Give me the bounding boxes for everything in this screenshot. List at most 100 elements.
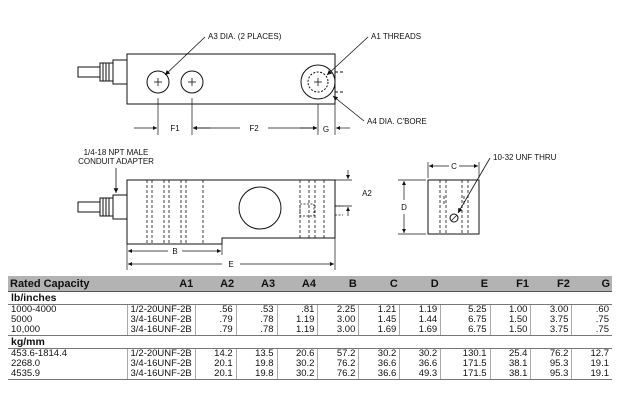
label-a4: A4 DIA. C'BORE	[367, 117, 427, 126]
cell-f1: 25.4	[489, 348, 531, 359]
load-hole-counterbore	[300, 64, 336, 100]
cell-f1: 38.1	[489, 369, 531, 380]
cell-f2: 76.2	[530, 348, 572, 359]
cell-f1: 38.1	[489, 359, 531, 369]
header-c: C	[358, 276, 400, 292]
cell-capacity: 4535.9	[8, 369, 127, 380]
header-a4: A4	[277, 276, 318, 292]
cell-f1: 1.50	[489, 325, 531, 336]
header-d: D	[399, 276, 441, 292]
cell-e: 130.1	[440, 348, 491, 359]
cell-a1: 3/4-16UNF-2B	[126, 369, 196, 380]
label-g: G	[323, 125, 329, 134]
cell-d: 1.44	[399, 315, 441, 325]
header-a3: A3	[236, 276, 278, 292]
header-b: B	[317, 276, 359, 292]
cell-c: 36.6	[358, 359, 400, 369]
load-cell-end	[427, 179, 480, 235]
table-row: 5000 3/4-16UNF-2B .79 .78 1.19 3.00 1.45…	[8, 315, 612, 325]
label-f2: F2	[249, 124, 259, 133]
cell-a3: .78	[235, 315, 278, 325]
cell-e: 5.25	[440, 304, 491, 315]
side-view	[77, 168, 352, 270]
cell-a2: 20.1	[194, 359, 237, 369]
cell-e: 6.75	[440, 325, 491, 336]
header-rated-capacity: Rated Capacity	[8, 276, 127, 292]
load-hole-thread	[307, 71, 329, 93]
cell-c: 1.21	[358, 304, 400, 315]
label-c: C	[451, 162, 457, 171]
header-f2: F2	[530, 276, 572, 292]
gauge-pocket	[238, 186, 282, 230]
cable-side	[77, 201, 101, 213]
label-npt-line1: 1/4-18 NPT MALE	[84, 148, 149, 157]
cell-a1: 3/4-16UNF-2B	[126, 359, 196, 369]
table-row: 453.6-1814.4 1/2-20UNF-2B 14.2 13.5 20.6…	[8, 348, 612, 359]
label-a2: A2	[362, 189, 372, 198]
label-d: D	[401, 203, 407, 212]
cell-g: .75	[571, 315, 612, 325]
cell-f2: 95.3	[530, 359, 572, 369]
cell-a2: .79	[194, 325, 237, 336]
cell-a2: 14.2	[194, 348, 237, 359]
cell-f1: 1.50	[489, 315, 531, 325]
dimensions-table: Rated Capacity A1 A2 A3 A4 B C D E F1 F2…	[8, 276, 612, 380]
load-cell-drawing: A3 DIA. (2 PLACES) A1 THREADS A4 DIA. C'…	[77, 32, 557, 270]
cell-b: 57.2	[317, 348, 359, 359]
cell-f2: 95.3	[530, 369, 572, 380]
cell-capacity: 453.6-1814.4	[11, 348, 67, 359]
cell-capacity: 2268.0	[11, 358, 41, 369]
cell-b: 76.2	[317, 359, 359, 369]
cell-b: 76.2	[317, 369, 359, 380]
cell-c: 1.45	[358, 315, 400, 325]
cell-g: 12.7	[571, 348, 612, 359]
header-a2: A2	[195, 276, 237, 292]
cell-a1: 1/2-20UNF-2B	[126, 304, 196, 315]
cell-c: 30.2	[358, 348, 400, 359]
cell-d: 36.6	[399, 359, 441, 369]
end-view	[398, 157, 491, 235]
cell-g: 19.1	[571, 369, 612, 380]
table-row: 4535.9 3/4-16UNF-2B 20.1 19.8 30.2 76.2 …	[8, 369, 612, 380]
label-a1: A1 THREADS	[371, 32, 421, 41]
cell-g: 19.1	[571, 359, 612, 369]
cell-a1: 3/4-16UNF-2B	[126, 315, 196, 325]
cell-a4: 20.6	[276, 348, 318, 359]
cell-a2: .56	[194, 304, 237, 315]
label-e: E	[228, 260, 233, 269]
cell-a3: 13.5	[235, 348, 278, 359]
cell-d: 30.2	[399, 348, 441, 359]
header-f1: F1	[490, 276, 531, 292]
cell-e: 171.5	[440, 359, 491, 369]
table-row: 10,000 3/4-16UNF-2B .79 .78 1.19 3.00 1.…	[8, 325, 612, 336]
header-a1: A1	[127, 276, 196, 292]
cell-a3: 19.8	[235, 369, 278, 380]
cell-e: 171.5	[440, 369, 491, 380]
mounting-hole-2	[180, 70, 204, 94]
cell-b: 2.25	[317, 304, 359, 315]
cell-a1: 3/4-16UNF-2B	[126, 325, 196, 336]
cell-a4: 1.19	[276, 315, 318, 325]
cable	[77, 66, 101, 78]
cell-g: .60	[571, 304, 612, 315]
cell-capacity: 10,000	[8, 325, 127, 336]
cell-b: 3.00	[317, 315, 359, 325]
header-e: E	[440, 276, 491, 292]
cell-capacity: 5000	[11, 314, 33, 325]
cell-b: 3.00	[317, 325, 359, 336]
cell-a4: 30.2	[276, 359, 318, 369]
cell-e: 6.75	[440, 315, 491, 325]
cell-d: 49.3	[399, 369, 441, 380]
cell-f2: 3.00	[530, 304, 572, 315]
cell-capacity: 1000-4000	[11, 304, 57, 315]
unit-label: kg/mm	[8, 335, 612, 349]
cell-a2: 20.1	[194, 369, 237, 380]
label-b: B	[172, 247, 177, 256]
cell-a3: .53	[235, 304, 278, 315]
cell-c: 1.69	[358, 325, 400, 336]
cell-a4: 1.19	[276, 325, 318, 336]
cell-a2: .79	[194, 315, 237, 325]
table-header-row: Rated Capacity A1 A2 A3 A4 B C D E F1 F2…	[8, 276, 612, 292]
table-row: 2268.0 3/4-16UNF-2B 20.1 19.8 30.2 76.2 …	[8, 359, 612, 369]
cell-g: .75	[571, 325, 612, 336]
